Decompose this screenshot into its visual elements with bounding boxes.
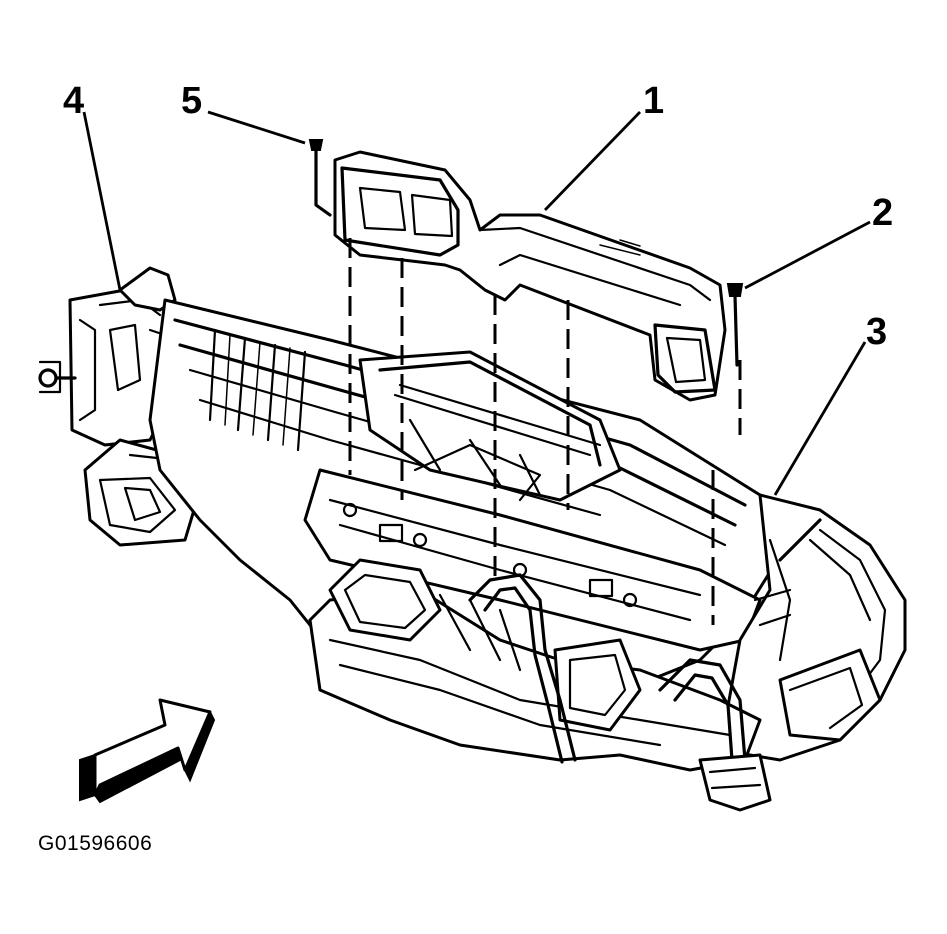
callout-3: 3	[866, 311, 887, 353]
alignment-dashes	[348, 238, 742, 625]
front-direction-arrow-icon	[79, 698, 216, 804]
callout-2: 2	[872, 192, 893, 234]
callout-4: 4	[63, 80, 84, 122]
fastener-2	[726, 283, 744, 367]
figure-id-label: G01596606	[38, 832, 153, 855]
refrigerant-lines	[468, 573, 772, 812]
leader-lines	[82, 110, 871, 496]
lower-case	[308, 558, 762, 772]
rear-duct-part-1	[333, 150, 727, 402]
callout-5: 5	[181, 80, 202, 122]
fastener-5	[308, 139, 332, 217]
right-blower-housing	[718, 493, 907, 762]
callout-1: 1	[643, 80, 664, 122]
